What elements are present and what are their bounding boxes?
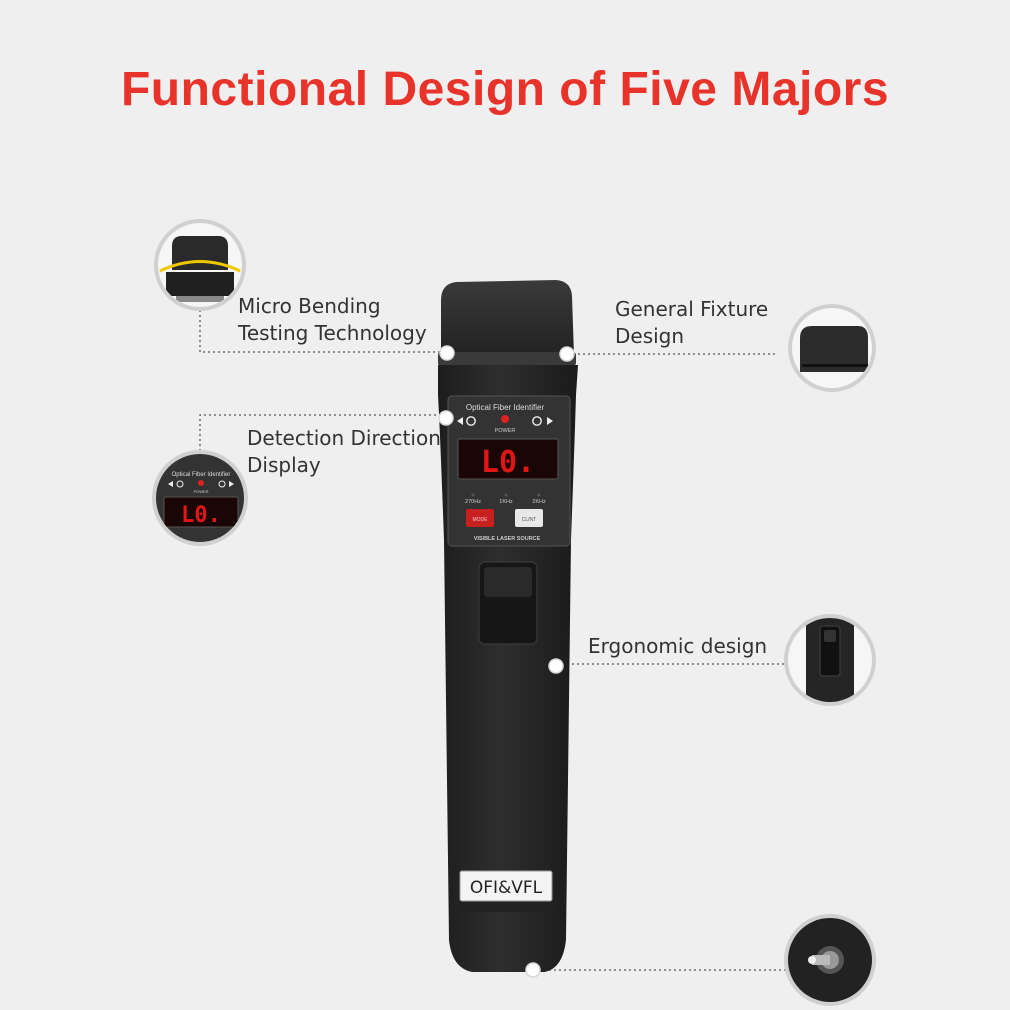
callout-dots	[438, 345, 575, 978]
thumbnail-general-fixture	[788, 304, 876, 392]
callout-lines	[199, 310, 786, 971]
direction-right-icon	[532, 416, 553, 426]
model-label-text: OFI&VFL	[470, 878, 543, 898]
thumb-power-label: POWER	[193, 489, 208, 494]
feature-line2: Testing Technology	[238, 321, 427, 345]
feature-line1: Micro Bending	[238, 294, 381, 318]
feature-label-detection-direction: Detection Direction Display	[247, 425, 441, 479]
laser-source-label: VISIBLE LASER SOURCE	[474, 536, 541, 542]
page-title: Functional Design of Five Majors	[120, 63, 890, 116]
trigger-slider[interactable]	[478, 561, 538, 645]
mode-button[interactable]	[466, 509, 494, 527]
led-display-text: L0.	[481, 445, 535, 480]
led-display	[457, 438, 559, 480]
thumbnail-connector-port	[784, 914, 876, 1006]
thumb-panel-title: Optical Fiber Identifier	[172, 472, 231, 478]
thumbnail-direction-display: Optical Fiber Identifier POWER L0.	[152, 450, 248, 546]
feature-line1: Ergonomic design	[588, 634, 768, 658]
feature-line1: General Fixture	[615, 297, 769, 321]
feature-line2: Design	[615, 324, 685, 348]
device-clamp-cap	[438, 280, 576, 366]
freq-label-270: 270Hz	[465, 499, 481, 505]
feature-label-general-fixture: General Fixture Design	[615, 296, 768, 350]
clnt-button-label: CL/NT	[522, 517, 536, 523]
thumbnail-micro-bending	[154, 219, 246, 311]
mode-button-label: MODE	[473, 517, 489, 523]
freq-label-2k: 2KHz	[532, 499, 546, 505]
freq-label-1k: 1KHz	[499, 499, 513, 505]
feature-line1: Detection Direction	[247, 426, 441, 450]
direction-left-icon	[457, 416, 476, 426]
feature-line2: Display	[247, 453, 321, 477]
feature-label-ergonomic: Ergonomic design	[588, 633, 767, 660]
panel-title: Optical Fiber Identifier	[466, 403, 545, 412]
thumbnail-ergonomic	[784, 614, 876, 706]
device-control-panel: Optical Fiber Identifier POWER L0. 270Hz…	[447, 395, 571, 547]
power-label: POWER	[495, 428, 516, 434]
feature-label-micro-bending: Micro Bending Testing Technology	[238, 293, 427, 347]
model-label-plate: OFI&VFL	[459, 870, 553, 902]
thumb-display-text: L0.	[181, 503, 221, 528]
clnt-button[interactable]	[515, 509, 543, 527]
power-indicator-icon	[501, 415, 509, 423]
